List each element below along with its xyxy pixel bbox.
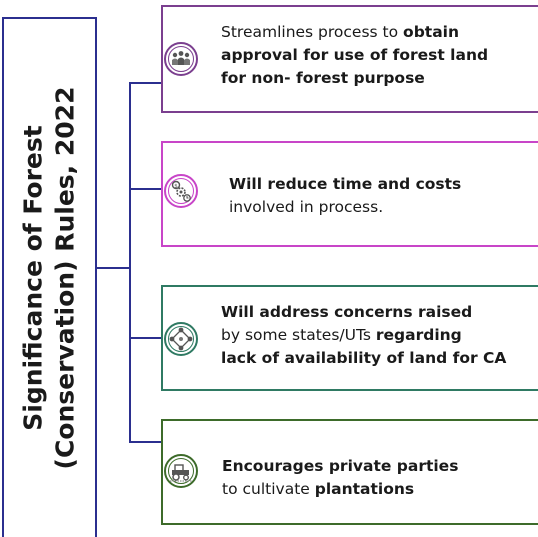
- card-3-text: Will address concerns raised by some sta…: [221, 303, 507, 367]
- connector-branch-2: [129, 188, 169, 190]
- card-reduce-time-costs: $ Will reduce time and costs involved in…: [161, 141, 538, 247]
- connector-vertical: [129, 82, 131, 443]
- connector-branch-1: [129, 82, 169, 84]
- card-address-concerns: Will address concerns raised by some sta…: [161, 285, 538, 391]
- title-line-2: (Conservation) Rules, 2022: [50, 86, 80, 470]
- card-1-text: Streamlines process to obtain approval f…: [221, 23, 489, 87]
- svg-text:$: $: [174, 184, 178, 190]
- diagram-title: Significance of Forest (Conservation) Ru…: [18, 87, 82, 470]
- card-streamline-process: Streamlines process to obtain approval f…: [161, 5, 538, 113]
- title-box: Significance of Forest (Conservation) Ru…: [2, 17, 97, 537]
- card-4-text: Encourages private parties to cultivate …: [222, 457, 459, 498]
- title-line-1: Significance of Forest: [18, 125, 48, 431]
- people-group-icon: [163, 41, 199, 77]
- card-encourages-plantations: Encourages private parties to cultivate …: [161, 419, 538, 525]
- connector-branch-4: [129, 441, 169, 443]
- connector-branch-3: [129, 337, 169, 339]
- connector-stub: [97, 267, 131, 269]
- time-money-gear-icon: $: [163, 173, 199, 209]
- network-nodes-icon: [163, 321, 199, 357]
- card-2-text: Will reduce time and costs involved in p…: [229, 175, 462, 216]
- tractor-icon: [163, 453, 199, 489]
